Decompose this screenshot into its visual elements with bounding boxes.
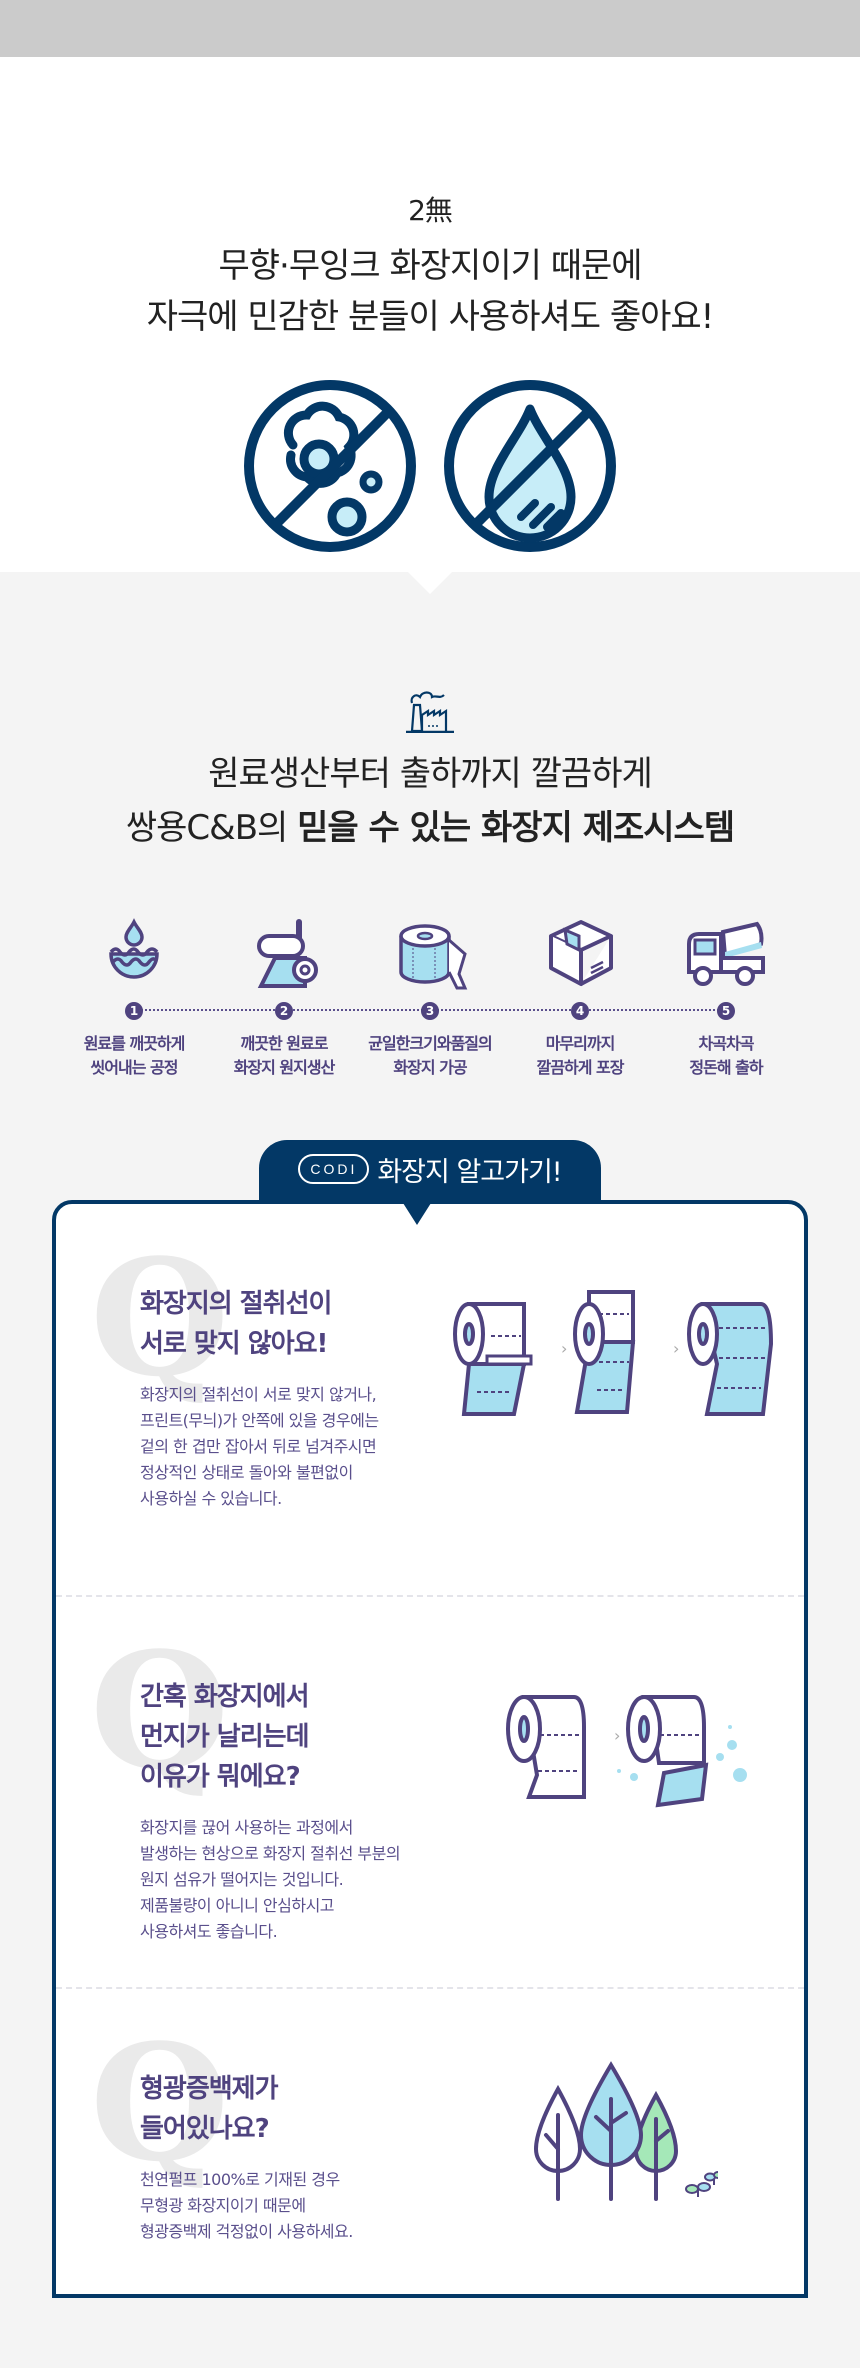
step-number: 5	[717, 1002, 735, 1020]
faq-tab-header: CODI 화장지 알고가기!	[259, 1140, 601, 1204]
paper-dust-illustration: ›	[506, 1695, 747, 1808]
truck-icon	[687, 921, 765, 986]
water-drop-icon	[109, 918, 159, 979]
q-mark-icon: Q	[90, 1617, 230, 1805]
codi-brand-badge: CODI	[298, 1154, 370, 1184]
step-number: 3	[421, 1002, 439, 1020]
manufacturing-process-section: 원료생산부터 출하까지 깔끔하게 쌍용C&B의 믿을 수 있는 화장지 제조시스…	[0, 572, 860, 2368]
no-fragrance-icon	[244, 380, 416, 552]
toilet-roll-icon	[399, 924, 468, 990]
q-mark-icon: Q	[90, 1224, 230, 1412]
top-divider-bar	[0, 0, 860, 79]
factory-icon	[404, 572, 456, 733]
free-headline-line2: 자극에 민감한 분들이 사용하셔도 좋아요!	[146, 297, 715, 337]
free-headline-line1: 무향·무잉크 화장지이기 때문에	[218, 246, 642, 286]
bottom-spacer	[0, 2298, 860, 2368]
svg-text:›: ›	[673, 1339, 679, 1358]
box-icon	[549, 920, 613, 986]
free-headline: 무향·무잉크 화장지이기 때문에 자극에 민감한 분들이 사용하셔도 좋아요!	[0, 241, 860, 343]
step-number: 4	[571, 1002, 589, 1020]
q-mark-icon: Q	[90, 2009, 230, 2197]
trees-illustration	[533, 2061, 718, 2201]
fragrance-ink-free-section: 2無 무향·무잉크 화장지이기 때문에 자극에 민감한 분들이 사용하셔도 좋아…	[0, 57, 860, 572]
step-number: 1	[125, 1002, 143, 1020]
step-number: 2	[275, 1002, 293, 1020]
answer-text: 화장지의 절취선이 서로 맞지 않거나,프린트(무늬)가 안쪽에 있을 경우에는…	[140, 1385, 379, 1508]
section-notch	[408, 572, 452, 594]
free-icons	[0, 377, 860, 555]
process-headline-line2: 쌍용C&B의 믿을 수 있는 화장지 제조시스템	[0, 801, 860, 855]
headline-bold-text: 믿을 수 있는 화장지 제조시스템	[297, 808, 735, 848]
section-label: 2無	[408, 194, 453, 227]
perforation-fix-illustration: › ›	[453, 1290, 774, 1416]
box-notch	[403, 1203, 431, 1225]
faq-title: 화장지 알고가기!	[377, 1156, 562, 1188]
svg-text:›: ›	[614, 1726, 620, 1745]
paper-machine-icon	[257, 919, 318, 988]
no-ink-icon	[444, 380, 616, 552]
svg-text:›: ›	[561, 1339, 567, 1358]
process-headline-line1: 원료생산부터 출하까지 깔끔하게	[208, 754, 653, 794]
headline-brand-text: 쌍용C&B의	[125, 808, 298, 848]
